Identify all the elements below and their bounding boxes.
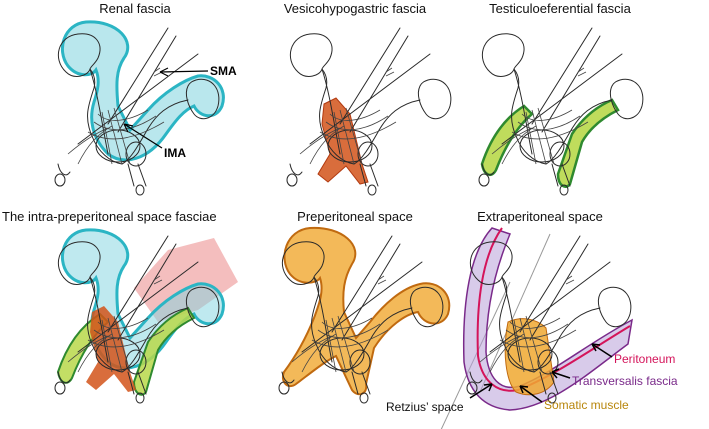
pink-band — [134, 238, 238, 322]
panel-preperitoneal — [278, 226, 451, 404]
label-sma: SMA — [210, 64, 237, 78]
preperitoneal-fill — [282, 226, 451, 396]
panel-title-preperitoneal: Preperitoneal space — [297, 209, 413, 224]
ima-arrow — [123, 123, 163, 149]
extraperitoneal-orange — [504, 318, 555, 396]
label-transversalis: Transversalis fascia — [572, 374, 678, 388]
transversalis-arrow — [551, 368, 571, 379]
peritoneum-arrow — [591, 343, 613, 358]
label-ima: IMA — [164, 146, 186, 160]
diag-line-1 — [479, 233, 551, 393]
label-peritoneum: Peritoneum — [614, 352, 676, 366]
panel-title-vesicohypogastric: Vesicohypogastric fascia — [283, 1, 427, 16]
intra-red-fill — [86, 306, 136, 392]
panel-title-renal-fascia: Renal fascia — [99, 1, 171, 16]
sma-arrow — [159, 67, 209, 77]
panel-title-testiculoeferential: Testiculoeferential fascia — [489, 1, 631, 16]
testiculo-fill-right — [556, 98, 620, 188]
transversalis-band — [462, 227, 633, 411]
panel-vesicohypogastric — [286, 27, 452, 196]
label-retzius: Retzius’ space — [386, 400, 464, 414]
somatic-arrow — [519, 385, 543, 403]
panel-title-intra-preperitoneal: The intra-preperitoneal space fasciae — [2, 209, 217, 224]
intra-green-right — [132, 306, 196, 396]
panel-intra-preperitoneal — [54, 228, 238, 404]
panel-title-extraperitoneal: Extraperitoneal space — [477, 209, 603, 224]
label-somatic: Somatic muscle — [544, 398, 629, 412]
panel-testiculoeferential — [478, 27, 644, 196]
retzius-arrow — [469, 383, 493, 399]
panel-renal-fascia — [54, 20, 225, 196]
